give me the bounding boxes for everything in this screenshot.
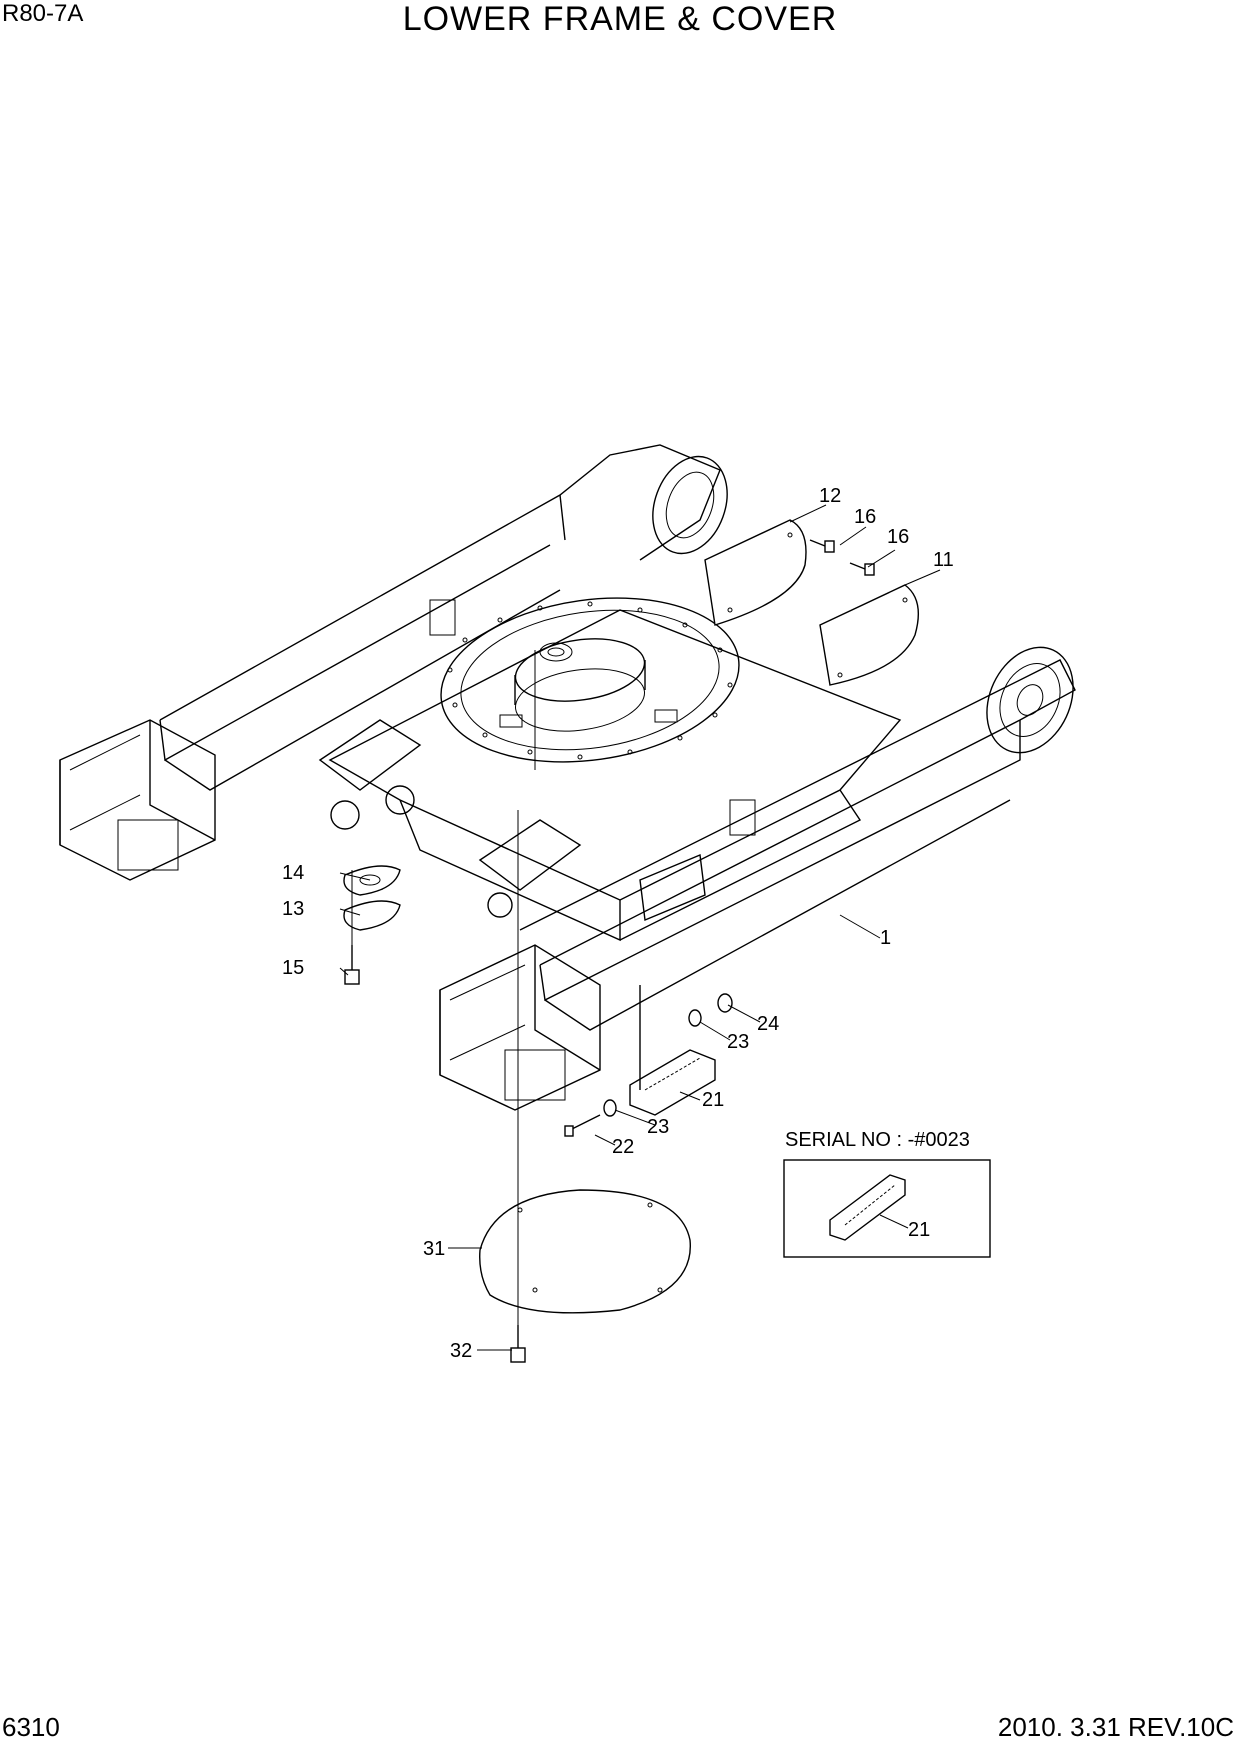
- bolt-32: [510, 1325, 526, 1363]
- callout-22: 22: [612, 1136, 634, 1158]
- callout-12: 12: [819, 485, 841, 507]
- bottom-cover-31: [479, 1189, 691, 1314]
- callout-21: 21: [702, 1089, 724, 1111]
- lower-frame: [59, 444, 1076, 1111]
- cover-14: [343, 865, 401, 896]
- callout-15: 15: [282, 957, 304, 979]
- callout-31: 31: [423, 1238, 445, 1260]
- bolt-15: [344, 945, 360, 985]
- nut-24: [717, 993, 733, 1013]
- bolt-16-a: [809, 539, 835, 553]
- revision-date: 2010. 3.31 REV.10C: [997, 1712, 1234, 1742]
- callout-11: 11: [933, 549, 954, 571]
- callout-23-b: 23: [647, 1116, 669, 1138]
- gasket-13: [343, 900, 401, 931]
- callout-21-inset: 21: [908, 1219, 930, 1241]
- step-21: [629, 985, 716, 1116]
- callout-32: 32: [450, 1340, 472, 1362]
- serial-number-label: SERIAL NO : -#0023: [785, 1129, 970, 1151]
- model-code: R80-7A: [2, 0, 84, 27]
- callout-14: 14: [282, 862, 304, 884]
- cover-plate-12: [704, 519, 807, 626]
- page-title: LOWER FRAME & COVER: [402, 0, 838, 38]
- callout-24: 24: [757, 1013, 779, 1035]
- callout-16-a: 16: [854, 506, 876, 528]
- cover-plate-11: [819, 584, 919, 686]
- bolt-22: [564, 1114, 601, 1137]
- callout-1: 1: [880, 927, 891, 949]
- callout-16-b: 16: [887, 526, 909, 548]
- serial-inset: [783, 1159, 991, 1258]
- bolt-16-b: [849, 562, 875, 576]
- washer-23-b: [603, 1099, 617, 1117]
- callout-23-a: 23: [727, 1031, 749, 1053]
- callout-13: 13: [282, 898, 304, 920]
- page-number: 6310: [2, 1712, 60, 1742]
- washer-23-a: [688, 1009, 702, 1027]
- leader-lines: [339, 504, 941, 1351]
